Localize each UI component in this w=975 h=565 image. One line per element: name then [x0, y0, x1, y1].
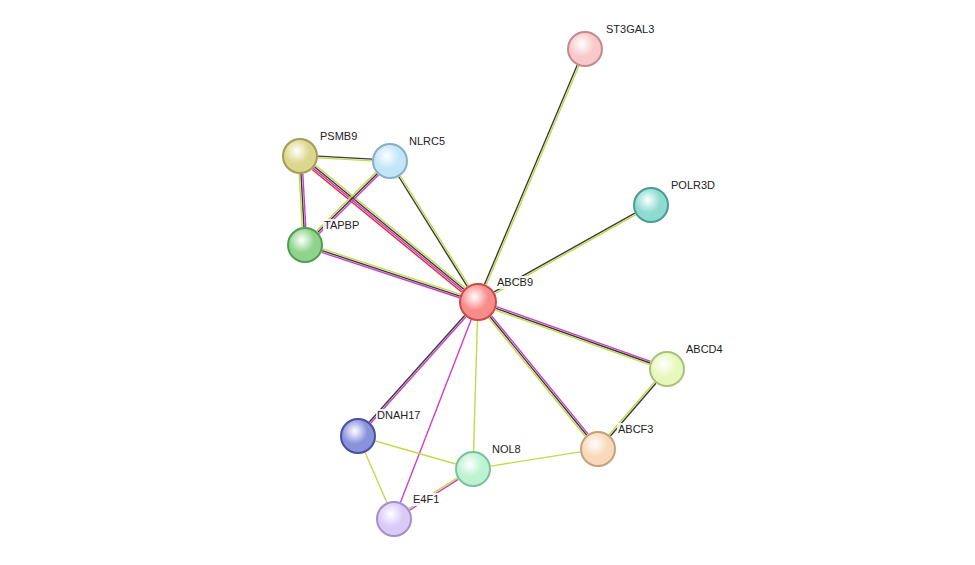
evidence-strand — [410, 479, 459, 510]
evidence-strand — [313, 168, 462, 291]
evidence-strand — [312, 170, 461, 293]
evidence-strand — [485, 65, 578, 284]
evidence-strand — [319, 175, 378, 234]
evidence-strand — [369, 316, 464, 422]
evidence-strand — [299, 174, 302, 227]
evidence-strand — [495, 215, 636, 294]
node-label: DNAH17 — [376, 409, 421, 422]
protein-node: PSMB9 — [282, 138, 318, 174]
interaction-edge — [399, 176, 469, 287]
protein-node: ABCF3 — [580, 431, 616, 467]
protein-node: ST3GAL3 — [567, 31, 603, 67]
evidence-strand — [494, 213, 635, 292]
evidence-strand — [317, 172, 376, 231]
protein-node: NLRC5 — [372, 143, 408, 179]
protein-node: E4F1 — [376, 501, 412, 537]
evidence-strand — [318, 158, 372, 161]
node-label: POLR3D — [670, 179, 716, 192]
node-label: NLRC5 — [408, 135, 446, 148]
interaction-edge — [318, 156, 372, 161]
interaction-edge — [494, 213, 636, 293]
node-label: ABCD4 — [685, 343, 724, 356]
evidence-strand — [474, 321, 478, 451]
evidence-strand — [314, 167, 463, 290]
protein-node: DNAH17 — [340, 418, 376, 454]
evidence-strand — [409, 478, 458, 509]
evidence-strand — [489, 318, 586, 436]
node-label: ABCB9 — [496, 276, 534, 289]
interaction-edge — [489, 316, 588, 437]
interaction-edge — [474, 321, 478, 451]
evidence-strand — [490, 317, 587, 435]
protein-node: POLR3D — [633, 187, 669, 223]
protein-node: NOL8 — [455, 451, 491, 487]
evidence-strand — [400, 176, 468, 286]
evidence-strand — [610, 383, 655, 436]
interaction-edge — [317, 172, 379, 233]
interaction-edge — [609, 382, 656, 436]
evidence-strand — [322, 252, 460, 297]
interaction-edge — [409, 478, 459, 510]
node-label: PSMB9 — [319, 130, 358, 143]
evidence-strand — [318, 174, 377, 233]
evidence-strand — [365, 453, 387, 503]
evidence-strand — [316, 165, 465, 288]
interaction-edge — [299, 174, 306, 227]
node-label: ST3GAL3 — [605, 23, 655, 36]
node-label: NOL8 — [491, 443, 522, 456]
interaction-edge — [312, 165, 465, 292]
evidence-strand — [375, 441, 455, 464]
interaction-edge — [365, 453, 387, 503]
evidence-strand — [491, 316, 588, 434]
protein-node: TAPBP — [287, 227, 323, 263]
interaction-edge — [495, 307, 650, 365]
evidence-strand — [399, 177, 467, 287]
interaction-edge — [375, 441, 455, 464]
protein-node: ABCD4 — [649, 351, 685, 387]
protein-node: ABCB9 — [459, 283, 497, 321]
evidence-strand — [495, 310, 649, 365]
node-label: E4F1 — [412, 493, 440, 506]
node-label: ABCF3 — [617, 423, 654, 436]
node-label: TAPBP — [323, 219, 360, 232]
